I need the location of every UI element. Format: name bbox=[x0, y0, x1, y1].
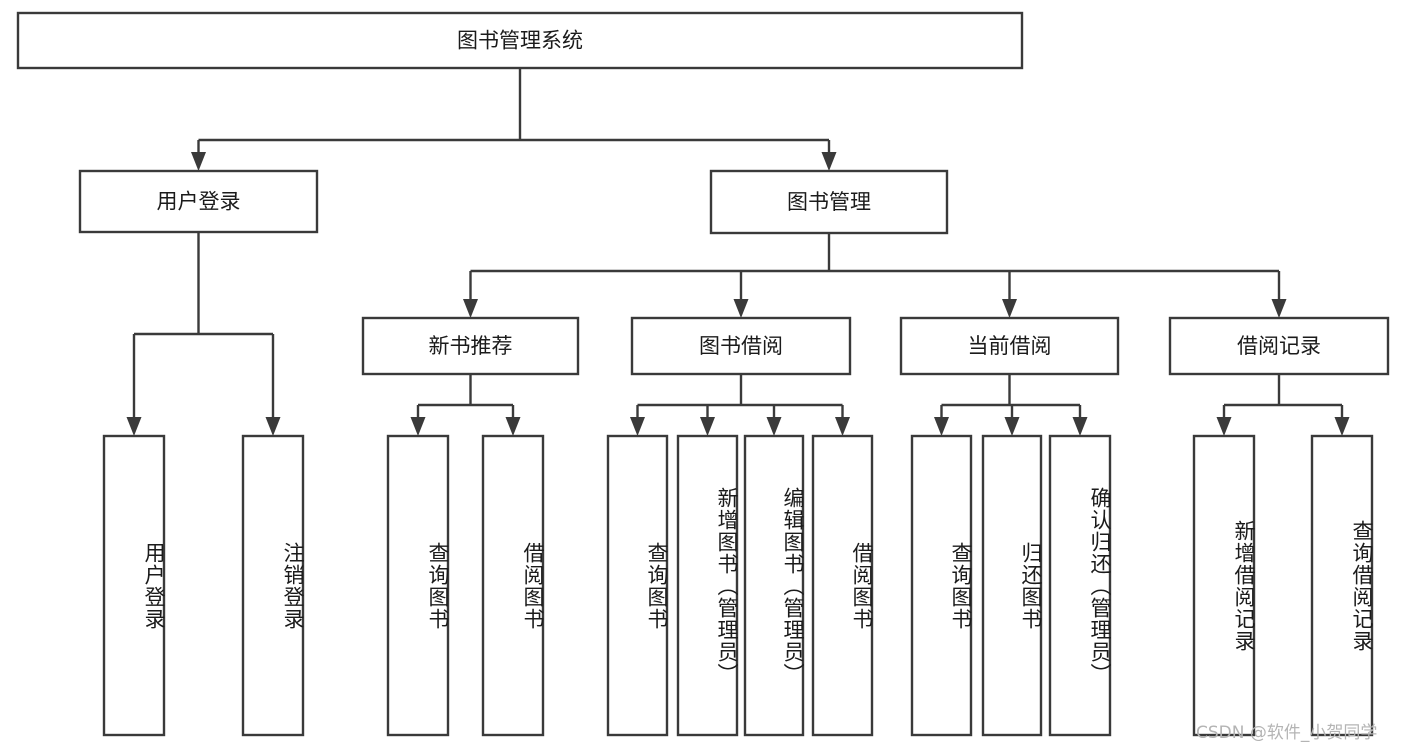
node-label: 借阅图书 bbox=[850, 541, 874, 630]
node-label: 编辑图书（管理员） bbox=[781, 486, 805, 685]
node-box-leaf-1-0[interactable] bbox=[606, 434, 669, 737]
arrow-head-icon bbox=[463, 299, 478, 318]
arrow-head-icon bbox=[191, 152, 206, 171]
node-label: 用户登录 bbox=[157, 190, 241, 214]
node-box-leaf-2-2[interactable] bbox=[1048, 434, 1112, 737]
node-label: 查询借阅记录 bbox=[1350, 519, 1374, 652]
node-box-level2-2[interactable] bbox=[899, 316, 1120, 376]
node-label: 查询图书 bbox=[645, 541, 669, 630]
node-label: 图书管理系统 bbox=[457, 29, 583, 53]
arrow-head-icon bbox=[630, 417, 645, 436]
node-label: 新书推荐 bbox=[429, 334, 513, 358]
connectors-layer bbox=[126, 68, 1350, 436]
node-box-leaf-1-1[interactable] bbox=[676, 434, 739, 737]
node-label: 归还图书 bbox=[1019, 541, 1043, 630]
node-box-leaf-user-1[interactable] bbox=[241, 434, 305, 737]
node-label: 用户登录 bbox=[142, 541, 166, 630]
arrow-head-icon bbox=[1216, 417, 1232, 436]
node-label: 新增图书（管理员） bbox=[715, 486, 739, 685]
arrow-head-icon bbox=[1271, 299, 1287, 318]
csdn-watermark: CSDN @软件_小贺同学 bbox=[1196, 723, 1378, 743]
arrow-head-icon bbox=[766, 417, 782, 436]
node-label: 借阅图书 bbox=[521, 541, 545, 630]
node-box-leaf-2-0[interactable] bbox=[910, 434, 973, 737]
arrow-head-icon bbox=[1002, 299, 1017, 318]
node-box-leaf-0-1[interactable] bbox=[481, 434, 545, 737]
arrow-head-icon bbox=[700, 417, 715, 436]
arrow-head-icon bbox=[126, 417, 142, 436]
node-label: 查询图书 bbox=[949, 541, 973, 630]
node-label: 新增借阅记录 bbox=[1232, 519, 1256, 652]
node-label: 确认归还（管理员） bbox=[1088, 486, 1112, 685]
node-box-leaf-2-1[interactable] bbox=[981, 434, 1043, 737]
arrow-head-icon bbox=[265, 417, 281, 436]
node-box-level2-1[interactable] bbox=[630, 316, 852, 376]
arrow-head-icon bbox=[835, 417, 850, 436]
node-label: 当前借阅 bbox=[968, 334, 1052, 358]
node-box-level2-3[interactable] bbox=[1168, 316, 1390, 376]
node-box-level2-0[interactable] bbox=[361, 316, 580, 376]
arrow-head-icon bbox=[1072, 417, 1088, 436]
node-box-leaf-1-3[interactable] bbox=[811, 434, 874, 737]
arrow-head-icon bbox=[410, 417, 426, 436]
boxes-layer bbox=[16, 11, 1390, 737]
arrow-head-icon bbox=[733, 299, 749, 318]
node-box-leaf-3-0[interactable] bbox=[1192, 434, 1256, 737]
node-label: 图书管理 bbox=[787, 190, 871, 214]
node-label: 查询图书 bbox=[426, 541, 450, 630]
arrow-head-icon bbox=[1004, 417, 1020, 436]
node-label: 借阅记录 bbox=[1237, 334, 1321, 358]
node-box-level1-0[interactable] bbox=[78, 169, 319, 234]
node-box-leaf-1-2[interactable] bbox=[743, 434, 805, 737]
node-box-level1-1[interactable] bbox=[709, 169, 949, 235]
arrow-head-icon bbox=[934, 417, 949, 436]
node-box-leaf-3-1[interactable] bbox=[1310, 434, 1374, 737]
node-box-root[interactable] bbox=[16, 11, 1024, 70]
node-label: 图书借阅 bbox=[699, 334, 783, 358]
arrow-head-icon bbox=[1334, 417, 1350, 436]
node-label: 注销登录 bbox=[281, 541, 305, 630]
node-box-leaf-user-0[interactable] bbox=[102, 434, 166, 737]
arrow-head-icon bbox=[505, 417, 521, 436]
arrow-head-icon bbox=[821, 152, 837, 171]
node-box-leaf-0-0[interactable] bbox=[386, 434, 450, 737]
